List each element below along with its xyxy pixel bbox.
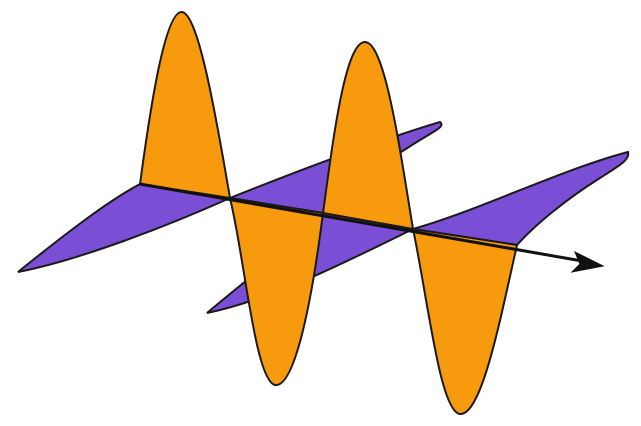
axis-arrowhead xyxy=(572,252,603,272)
purple-lobe-4 xyxy=(413,152,628,245)
purple-lobe-1 xyxy=(18,184,230,272)
orange-crest-1 xyxy=(140,12,230,198)
orange-trough-2 xyxy=(413,229,517,414)
